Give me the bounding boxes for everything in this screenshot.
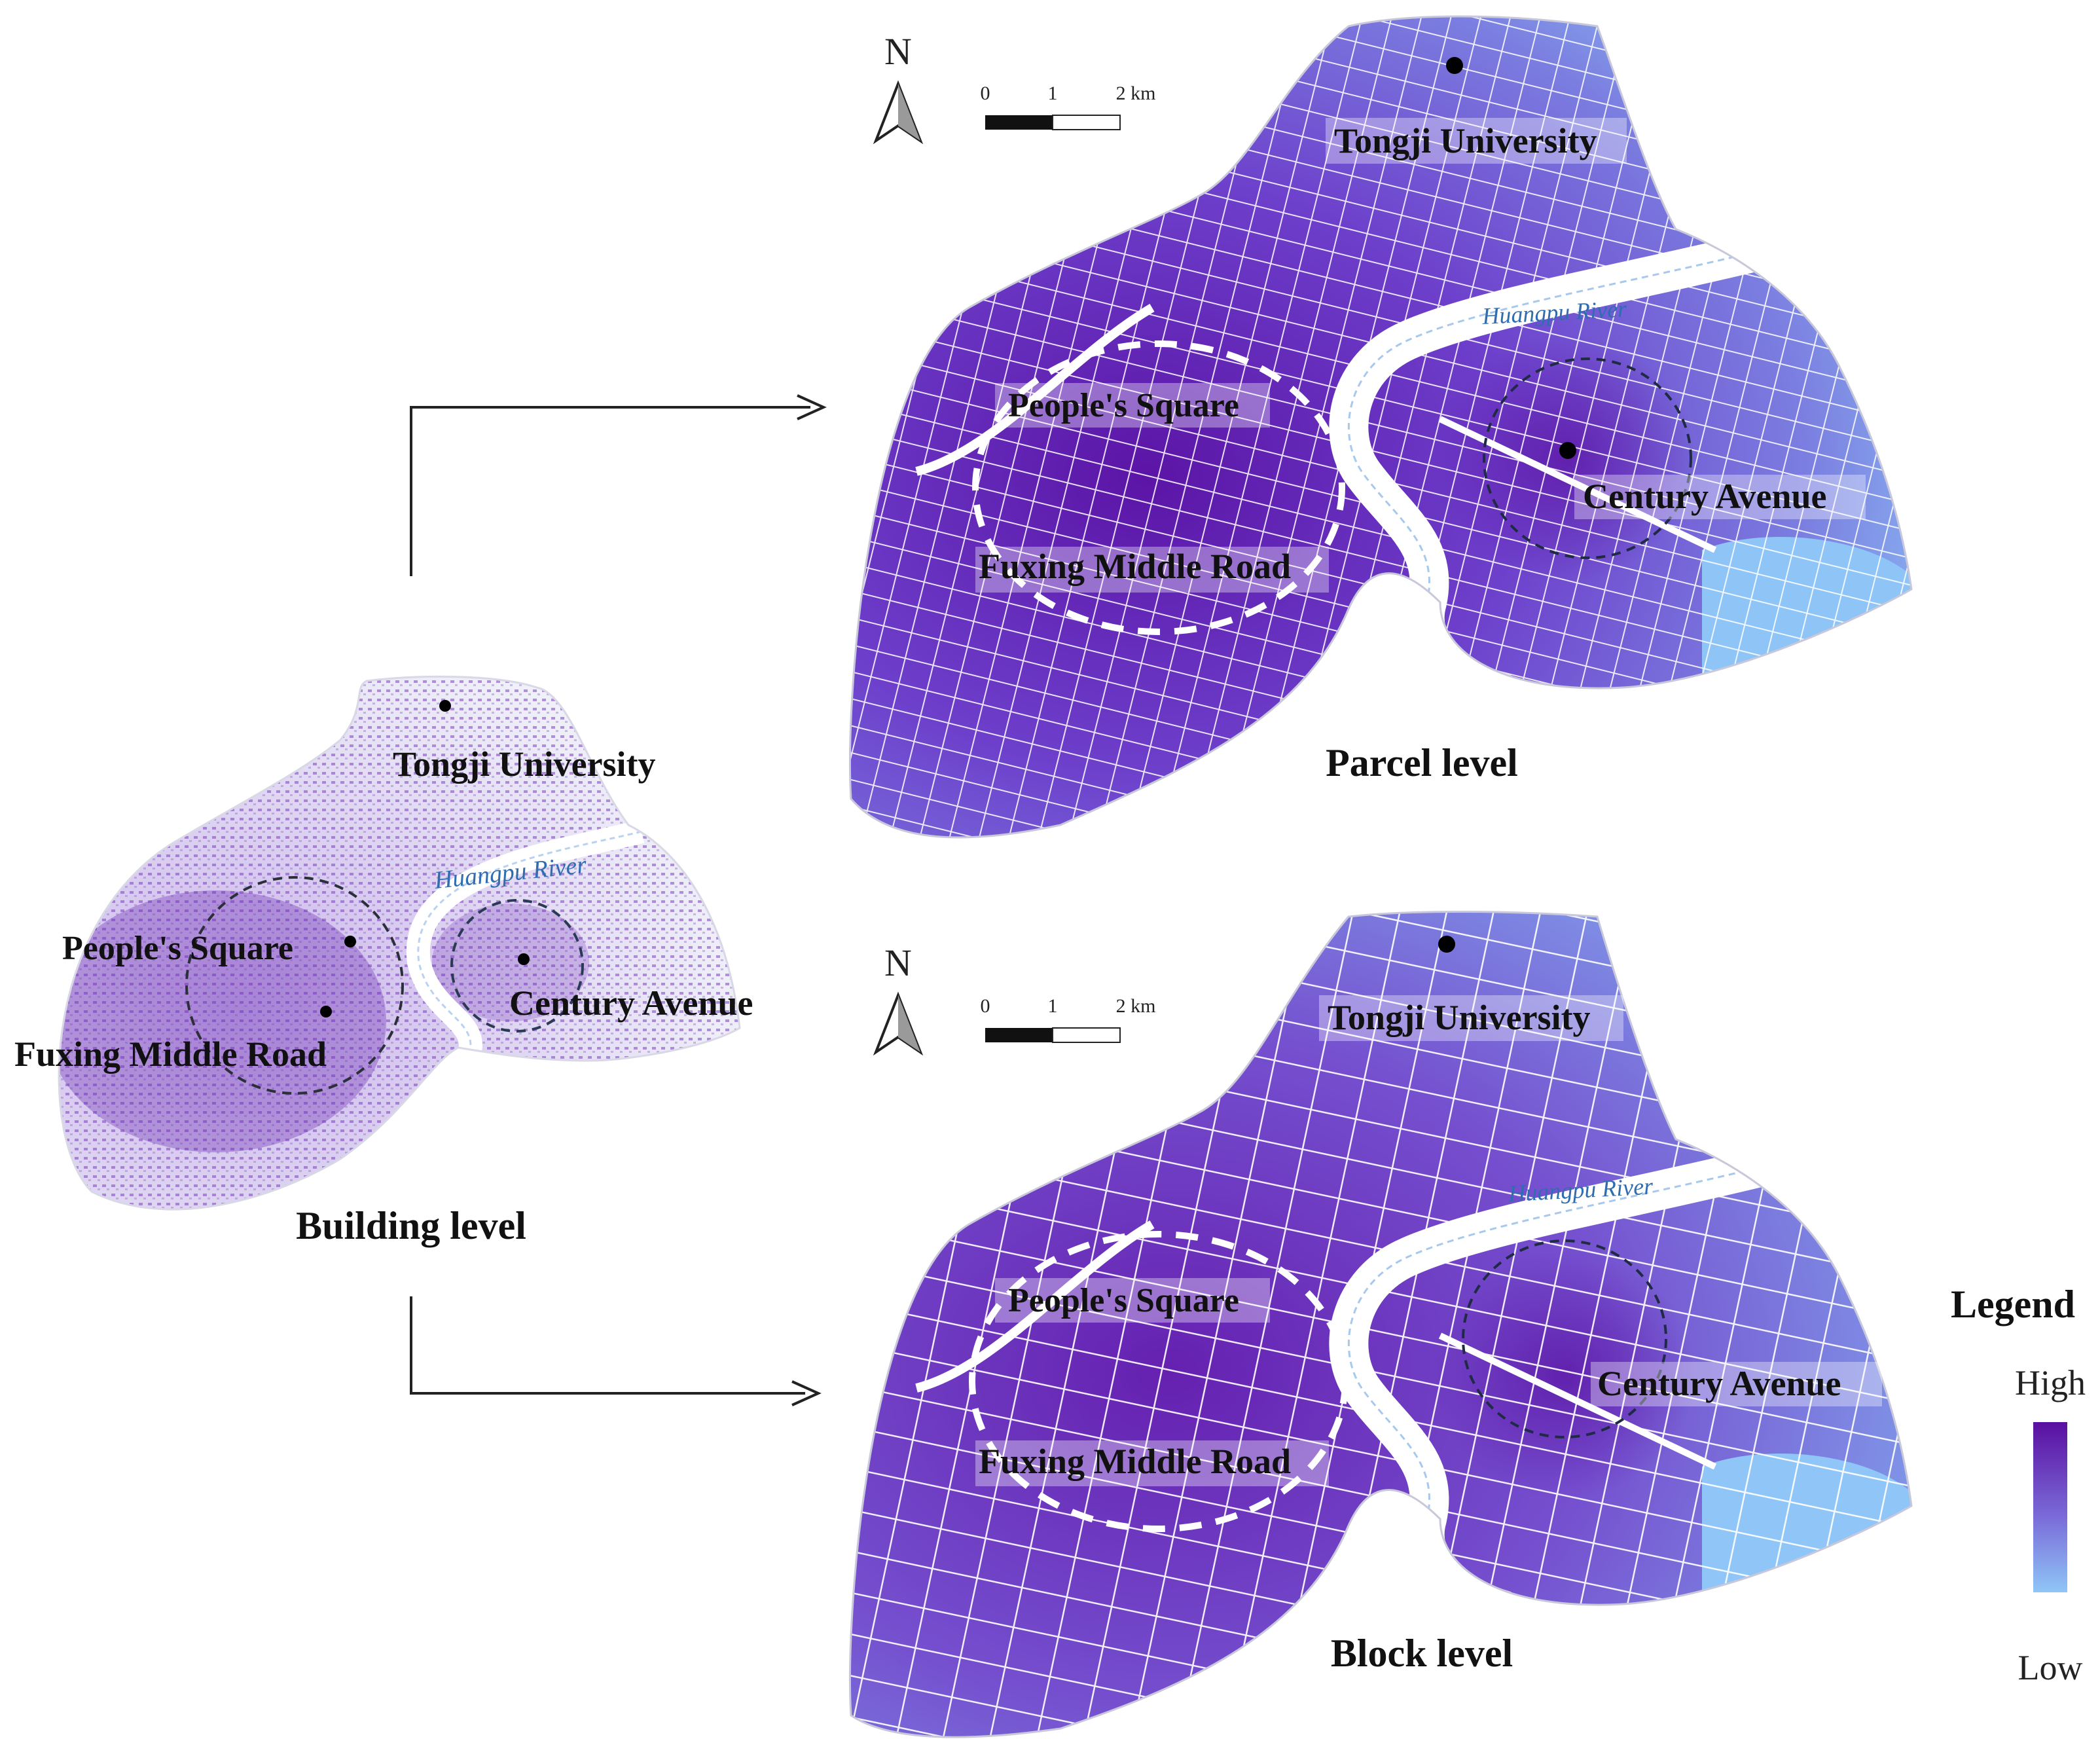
fuxing-label: Fuxing Middle Road <box>14 1034 327 1074</box>
legend-low-label: Low <box>2018 1648 2083 1687</box>
fuxing-label: Fuxing Middle Road <box>979 547 1291 586</box>
parcel-core-ring <box>972 340 1345 635</box>
peoples-square-label: People's Square <box>1008 1282 1239 1319</box>
peoples-square-label: People's Square <box>62 930 293 967</box>
scale-1: 1 <box>1048 82 1058 104</box>
legend-high-label: High <box>2015 1363 2086 1402</box>
arrow-to-parcel <box>410 394 827 576</box>
peoples-square-label: People's Square <box>1008 387 1239 424</box>
block-core-ring <box>969 1231 1349 1532</box>
century-avenue-ring <box>450 899 584 1033</box>
scale-bar: 0 1 2 km <box>981 995 1156 1043</box>
fuxing-point <box>320 1006 332 1017</box>
parcel-level-map: Tongji University Huangpu River People's… <box>849 15 1913 839</box>
parcel-title: Parcel level <box>1326 741 1518 784</box>
scale-2: 2 km <box>1116 995 1156 1017</box>
tongji-label: Tongji University <box>1334 121 1597 160</box>
fuxing-label: Fuxing Middle Road <box>979 1442 1291 1481</box>
north-label: N <box>884 30 912 73</box>
peoples-square-point <box>344 936 356 947</box>
arrow-to-block <box>410 1296 822 1406</box>
block-century-ring <box>1462 1239 1667 1438</box>
legend-title: Legend <box>1951 1283 2075 1326</box>
north-label: N <box>884 942 912 984</box>
scale-1: 1 <box>1048 995 1058 1017</box>
century-point <box>1559 442 1576 459</box>
north-arrow: N <box>873 30 924 145</box>
tongji-label: Tongji University <box>393 744 656 784</box>
building-title: Building level <box>296 1204 526 1247</box>
tongji-point <box>439 700 451 712</box>
legend: Legend High Low <box>1951 1283 2086 1687</box>
scale-bar: 0 1 2 km <box>981 82 1156 130</box>
north-arrow: N <box>873 942 924 1056</box>
block-title: Block level <box>1331 1632 1513 1675</box>
tongji-point <box>1446 57 1463 74</box>
scale-0: 0 <box>981 82 990 104</box>
scale-0: 0 <box>981 995 990 1017</box>
peoples-square-ring <box>185 876 404 1095</box>
tongji-point <box>1438 936 1455 953</box>
tongji-label: Tongji University <box>1328 998 1591 1037</box>
century-label: Century Avenue <box>509 983 753 1023</box>
legend-color-ramp <box>2033 1422 2067 1592</box>
scale-2: 2 km <box>1116 82 1156 104</box>
century-label: Century Avenue <box>1583 477 1827 516</box>
parcel-century-ring <box>1483 357 1692 559</box>
century-label: Century Avenue <box>1597 1364 1841 1403</box>
building-level-map: Tongji University Huangpu River People's… <box>14 675 753 1247</box>
block-level-map: Tongji University Huangpu River People's… <box>849 911 1913 1738</box>
century-point <box>518 953 530 965</box>
